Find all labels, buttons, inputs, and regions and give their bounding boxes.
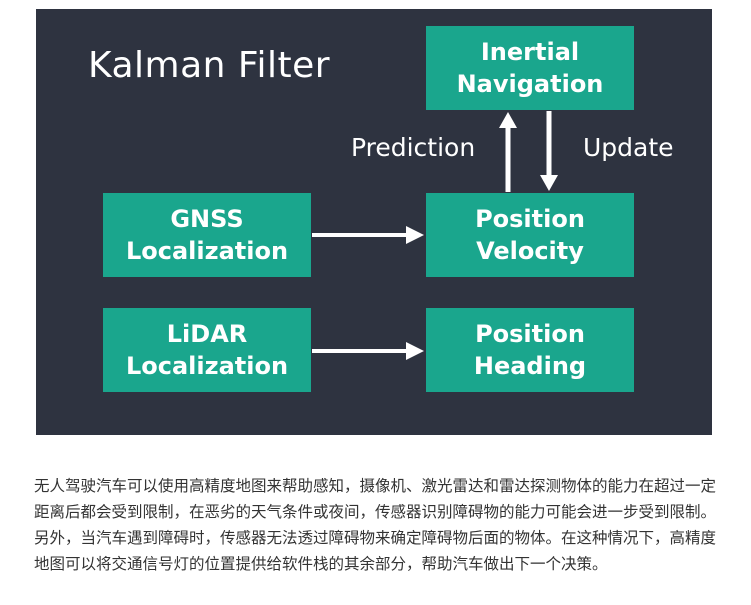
gnss-localization-line-1: GNSS [170,205,244,233]
prediction-label: Prediction [351,133,476,162]
position-heading-line-2: Heading [473,352,587,380]
lidar-localization-line-2: Localization [125,352,289,380]
prediction-arrow [499,112,517,192]
gnss-localization-line-2: Localization [125,237,289,265]
diagram-title: Kalman Filter [88,45,331,86]
position-velocity-line-1: Position [475,205,585,233]
inertial-navigation-box: Inertial Navigation [426,26,634,110]
lidar-localization-box: LiDAR Localization [103,308,311,392]
kalman-filter-diagram: Kalman Filter Inertial Navigation Positi… [36,9,712,435]
update-arrow [540,111,558,191]
inertial-navigation-line-1: Inertial [480,38,580,66]
position-heading-box: Position Heading [426,308,634,392]
gnss-to-position-arrow [312,226,424,244]
lidar-localization-line-1: LiDAR [166,320,248,348]
diagram-arrows [312,111,558,360]
position-velocity-box: Position Velocity [426,193,634,277]
position-velocity-line-2: Velocity [476,237,584,265]
lidar-to-position-arrow [312,342,424,360]
update-label: Update [583,133,674,162]
inertial-navigation-line-2: Navigation [456,70,604,98]
position-heading-line-1: Position [475,320,585,348]
gnss-localization-box: GNSS Localization [103,193,311,277]
description-paragraph: 无人驾驶汽车可以使用高精度地图来帮助感知，摄像机、激光雷达和雷达探测物体的能力在… [34,477,717,573]
